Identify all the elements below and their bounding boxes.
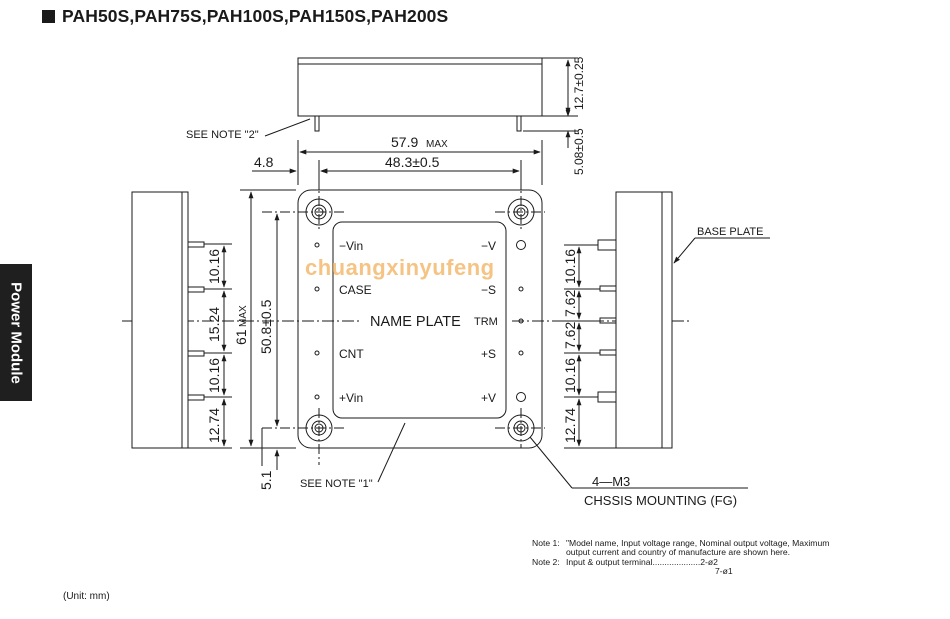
side-tab: Power Module: [0, 264, 32, 401]
pin-vin-minus: [314, 242, 320, 248]
note-1: Note 1: "Model name, Input voltage range…: [532, 538, 830, 548]
base-plate-label: BASE PLATE: [697, 226, 763, 238]
right-pin-pitch: 10.16: [562, 358, 578, 393]
left-pin-pitch: 15.24: [206, 307, 222, 342]
right-side-body: [615, 191, 673, 449]
right-pin-pitch: 7.62: [562, 322, 578, 349]
dim-hole-pitch-v: 50.8±0.5: [258, 299, 274, 354]
name-plate: [332, 221, 507, 419]
dim-bottom-offset: 5.1: [258, 470, 274, 490]
terminal-label-cnt: CNT: [339, 347, 364, 361]
terminal-label-v-plus: +V: [481, 391, 496, 405]
terminal-label-v-minus: −V: [481, 239, 496, 253]
pin-case: [314, 286, 320, 292]
left-pin: [187, 394, 205, 401]
see-note-2-label: SEE NOTE "2": [186, 129, 259, 141]
pin-cnt: [314, 350, 320, 356]
note-1-label: Note 1:: [532, 538, 560, 548]
pin-vin-plus: [314, 394, 320, 400]
dim-overall-width-unit: MAX: [426, 139, 448, 150]
dim-height-top: 12.7±0.25: [572, 56, 586, 110]
dim-left-offset: 4.8: [254, 154, 274, 170]
mount-desc-label: CHSSIS MOUNTING (FG): [584, 493, 737, 508]
terminal-label-case: CASE: [339, 283, 372, 297]
top-profile-body: [297, 57, 543, 117]
top-pin-left: [314, 115, 320, 132]
dim-overall-width: 57.9: [391, 134, 418, 150]
left-pin-pitch: 10.16: [206, 358, 222, 393]
pin-s-plus: [518, 350, 524, 356]
mount-count-label: 4—M3: [592, 474, 630, 489]
terminal-label-vin-plus: +Vin: [339, 391, 363, 405]
right-pin: [599, 285, 617, 292]
dim-overall-height: 61: [233, 329, 249, 345]
left-pin-pitch: 10.16: [206, 249, 222, 284]
note-2-line-2: 7-ø1: [715, 566, 733, 577]
note-1-line-2: output current and country of manufactur…: [566, 547, 791, 558]
page-title: PAH50S,PAH75S,PAH100S,PAH150S,PAH200S: [42, 6, 448, 27]
see-note-1-label: SEE NOTE "1": [300, 478, 373, 490]
notes: Note 1: "Model name, Input voltage range…: [532, 538, 830, 577]
dim-hole-pitch-h: 48.3±0.5: [385, 154, 440, 170]
note-1-line-1: "Model name, Input voltage range, Nomina…: [566, 538, 830, 548]
right-pin-pitch: 10.16: [562, 249, 578, 284]
dim-overall-height-unit: MAX: [238, 305, 249, 327]
name-plate-label: NAME PLATE: [370, 314, 461, 330]
left-pin: [187, 241, 205, 248]
right-pin: [597, 391, 617, 403]
top-pin-right: [516, 115, 522, 132]
left-side-body: [131, 191, 189, 449]
note-2-label: Note 2:: [532, 556, 560, 567]
dim-pin-len: 5.08±0.5: [572, 128, 586, 175]
terminal-label-trm: TRM: [474, 316, 498, 328]
right-pin: [599, 349, 617, 356]
terminal-label-s-plus: +S: [481, 347, 496, 361]
pin-v-minus: [516, 240, 526, 250]
terminal-label-s-minus: −S: [481, 283, 496, 297]
watermark: chuangxinyufeng: [305, 255, 495, 280]
left-pin-pitch: 12.74: [206, 408, 222, 443]
note-2-line-1: Input & output terminal.................…: [566, 556, 718, 567]
right-pin-pitch: 12.74: [562, 408, 578, 443]
pin-v-plus: [516, 392, 526, 402]
unit-note: (Unit: mm): [63, 591, 110, 602]
note-2: Note 2: Input & output terminal.........…: [532, 556, 829, 567]
right-pin-pitch: 7.62: [562, 290, 578, 317]
left-pin: [187, 350, 205, 357]
left-pin: [187, 286, 205, 293]
pin-s-minus: [518, 286, 524, 292]
title-text: PAH50S,PAH75S,PAH100S,PAH150S,PAH200S: [62, 6, 449, 26]
title-square-icon: [42, 10, 55, 23]
right-pin: [597, 239, 617, 251]
terminal-label-vin-minus: −Vin: [339, 239, 363, 253]
